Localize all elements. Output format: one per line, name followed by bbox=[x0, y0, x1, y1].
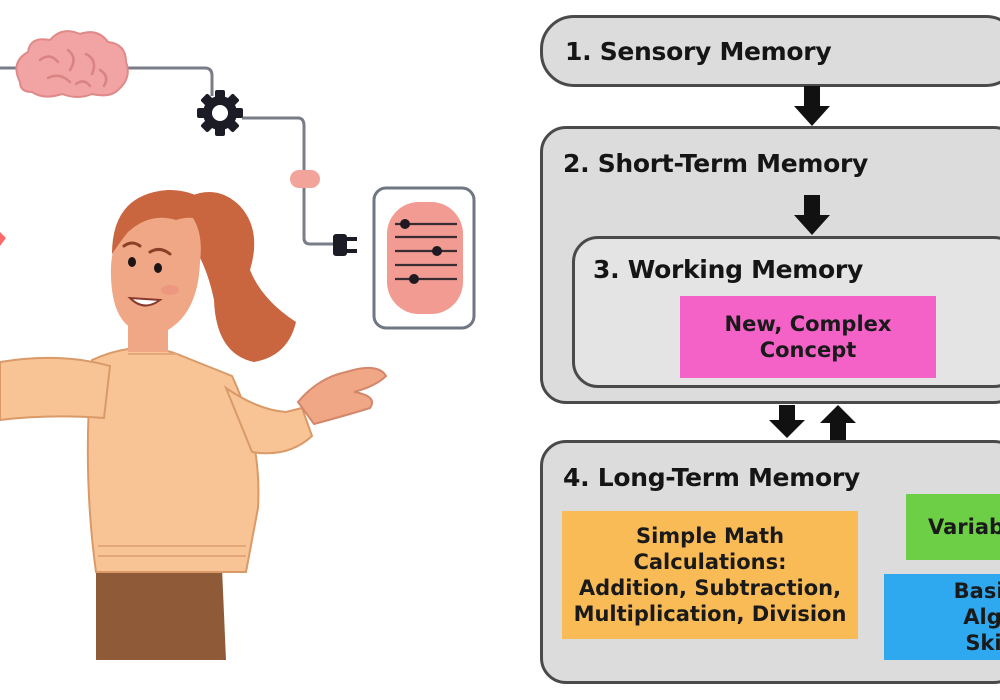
variables-chip: Variab bbox=[906, 494, 1000, 560]
arrow-down-icon bbox=[769, 405, 805, 438]
simple-math-chip: Simple Math Calculations: Addition, Subt… bbox=[562, 511, 858, 639]
new-complex-concept-chip: New, Complex Concept bbox=[680, 296, 936, 378]
short-term-memory-title: 2. Short-Term Memory bbox=[563, 149, 869, 178]
sensory-memory-box: 1. Sensory Memory bbox=[540, 15, 1000, 87]
wire-knob bbox=[290, 170, 320, 188]
long-term-memory-title: 4. Long-Term Memory bbox=[563, 463, 860, 492]
arrow-down-icon bbox=[794, 86, 830, 126]
basic-algebra-skills-chip: Basic Alge Skill bbox=[884, 574, 1000, 660]
sensory-memory-title: 1. Sensory Memory bbox=[565, 37, 832, 66]
slider-panel-icon bbox=[372, 186, 476, 330]
plug-icon bbox=[333, 234, 357, 256]
working-memory-title: 3. Working Memory bbox=[593, 255, 863, 284]
partial-element-left bbox=[0, 232, 6, 246]
woman-figure bbox=[0, 190, 388, 660]
gear-icon bbox=[197, 90, 243, 136]
illustration bbox=[0, 30, 476, 660]
arrow-down-icon bbox=[794, 195, 830, 235]
brain-icon bbox=[15, 30, 129, 98]
arrow-up-icon bbox=[820, 405, 856, 440]
